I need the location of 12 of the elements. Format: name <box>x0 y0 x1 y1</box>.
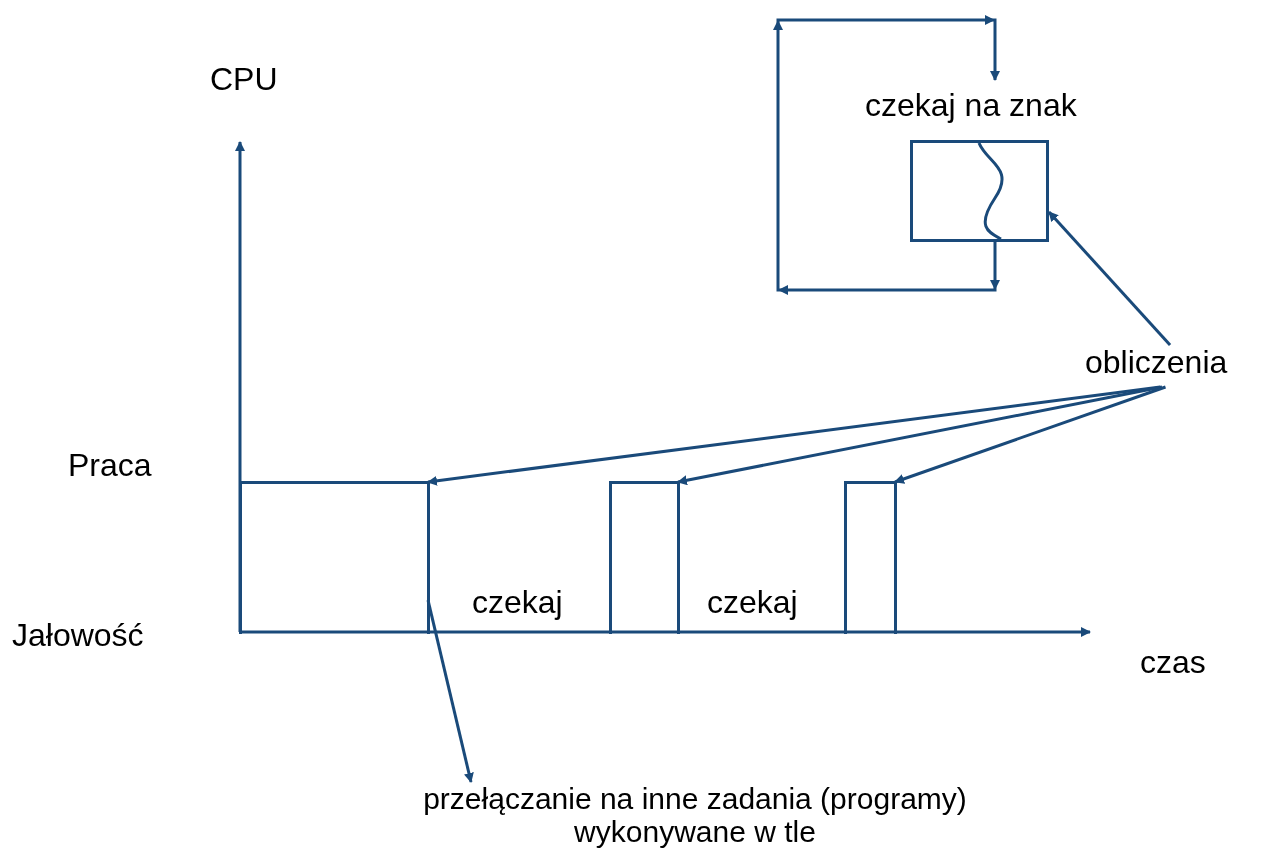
annotation-text: obliczenia <box>1085 345 1228 381</box>
pulse-bar <box>238 480 430 634</box>
pulse-bar <box>843 480 897 634</box>
axis-label: czas <box>1140 645 1206 681</box>
axis-label: CPU <box>210 62 278 98</box>
annotation-text: przełączanie na inne zadania (programy) wykonywane w tle <box>345 782 1045 848</box>
pulse-bar <box>608 480 680 634</box>
axis-label: Praca <box>68 448 152 484</box>
axis-label: czekaj <box>472 585 563 621</box>
node-title: czekaj na znak <box>865 88 1077 124</box>
axis-label: Jałowość <box>12 618 144 654</box>
axis-label: czekaj <box>707 585 798 621</box>
